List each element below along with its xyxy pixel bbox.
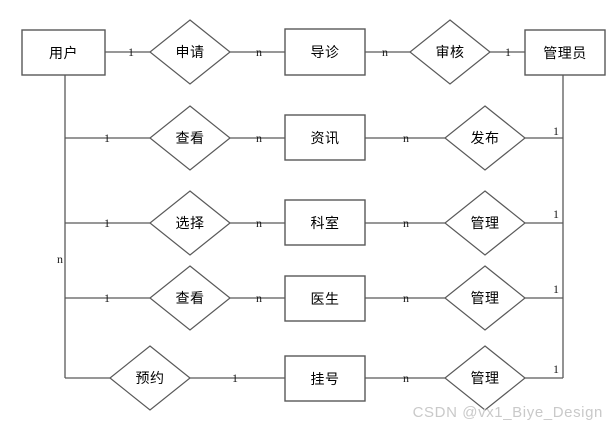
cardinality-c-user-select: 1 [104,216,110,230]
watermark-text: CSDN @vx1_Biye_Design [412,404,603,421]
cardinality-c-doctor-manage2: n [403,291,409,305]
entity-box-news[interactable] [284,114,366,161]
entity-shapes-group [21,28,606,402]
cardinality-c-publish-admin: 1 [553,124,559,138]
cardinality-c-manage3-admin: 1 [553,362,559,376]
relationship-diamond-manage1[interactable] [444,190,526,256]
entity-box-admin[interactable] [524,29,606,76]
relationship-diamond-apply[interactable] [149,19,231,85]
cardinality-c-select-dept: n [256,216,262,230]
relationship-diamond-publish[interactable] [444,105,526,171]
relationship-diamond-select[interactable] [149,190,231,256]
relationship-diamond-manage3[interactable] [444,345,526,411]
relationship-diamond-manage2[interactable] [444,265,526,331]
cardinality-c-reg-manage3: n [403,371,409,385]
cardinality-c-view2-doctor: n [256,291,262,305]
entity-box-user[interactable] [21,29,106,76]
cardinality-c-manage2-admin: 1 [553,282,559,296]
cardinality-c-triage-audit: n [382,45,388,59]
relationship-shapes-group [109,19,526,411]
cardinality-c-book-reg: 1 [232,371,238,385]
entity-box-doctor[interactable] [284,275,366,322]
cardinality-c-user-trunk: n [57,252,63,266]
relationship-diamond-audit[interactable] [409,19,491,85]
relationship-diamond-view1[interactable] [149,105,231,171]
cardinality-c-user-apply: 1 [128,45,134,59]
entity-box-triage[interactable] [284,28,366,76]
cardinality-c-view1-news: n [256,131,262,145]
connectors-group [64,51,564,379]
cardinality-c-apply-triage: n [256,45,262,59]
entity-box-dept[interactable] [284,199,366,246]
relationship-diamond-book[interactable] [109,345,191,411]
entity-box-reg[interactable] [284,355,366,402]
cardinality-c-audit-admin: 1 [505,45,511,59]
cardinality-c-manage1-admin: 1 [553,207,559,221]
cardinality-c-user-view2: 1 [104,291,110,305]
cardinality-c-news-publish: n [403,131,409,145]
relationship-diamond-view2[interactable] [149,265,231,331]
cardinality-c-user-view1: 1 [104,131,110,145]
cardinality-c-dept-manage1: n [403,216,409,230]
